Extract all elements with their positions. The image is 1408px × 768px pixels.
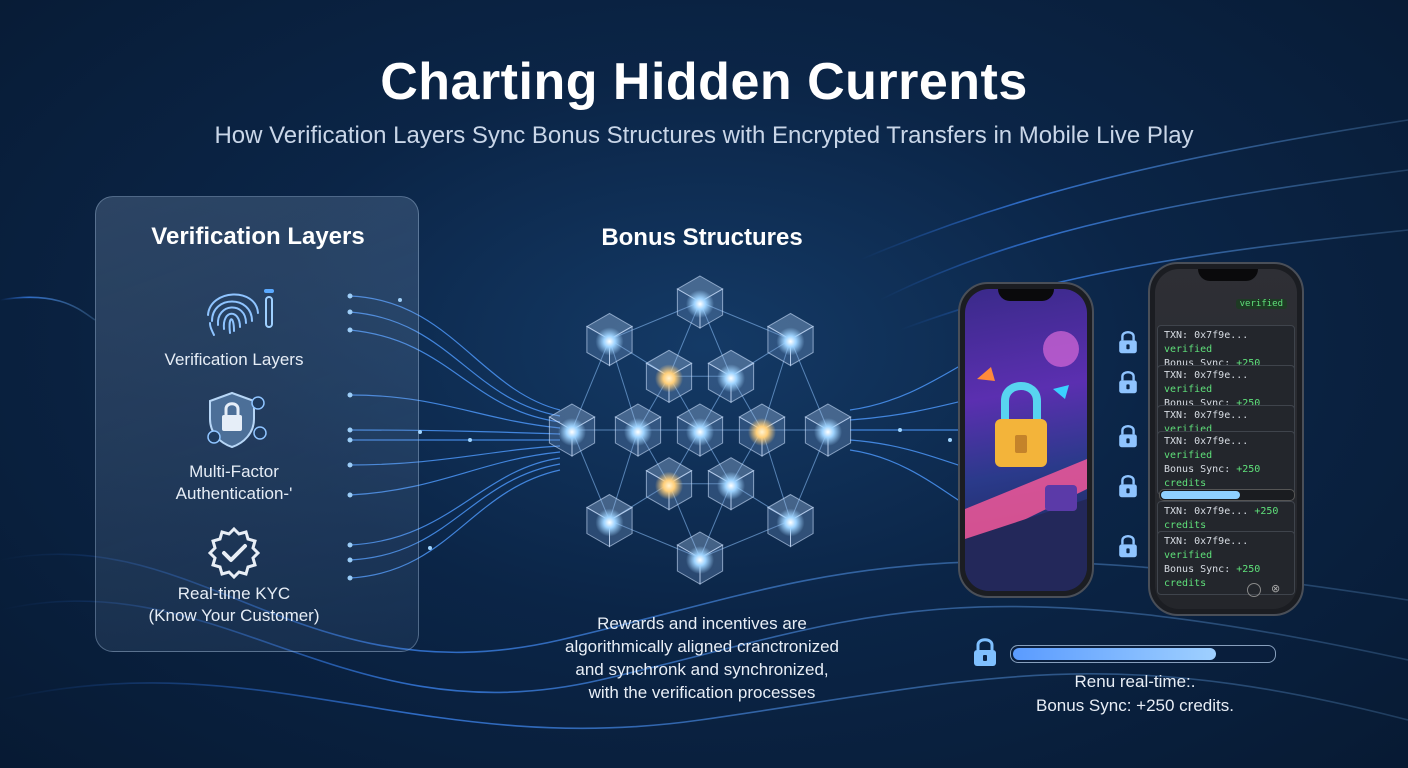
phone-notch <box>998 289 1054 301</box>
bonus-amount: +250 credits <box>1164 564 1261 589</box>
network-node <box>624 418 652 446</box>
transaction-tag: verified <box>1164 424 1213 435</box>
inner-progress-track <box>1159 489 1295 501</box>
bonus-label: Bonus Sync: <box>1164 398 1237 409</box>
network-edge <box>790 339 829 431</box>
status-line: Renu real-time:. <box>1074 672 1196 691</box>
transaction-line: TXN: 0x7f9e... +250 credits <box>1164 505 1288 533</box>
network-node <box>748 418 776 446</box>
item-line: Authentication-' <box>175 484 293 503</box>
main-title: Charting Hidden Currents <box>380 53 1028 111</box>
bonus-line: Bonus Sync: +250 credits <box>1164 563 1288 591</box>
lock-icon <box>1119 331 1137 354</box>
shield-lock-icon <box>207 391 267 449</box>
network-node <box>814 418 842 446</box>
network-edge <box>699 301 791 340</box>
network-node <box>595 327 624 356</box>
game-screen <box>965 289 1087 591</box>
bonus-line: Bonus Sync: +250 credits <box>1164 463 1288 491</box>
subtitle: How Verification Layers Sync Bonus Struc… <box>214 122 1194 149</box>
item-label-mfa: Multi-Factor Authentication-' <box>96 461 372 505</box>
caption-line: and synchronk and synchronized, <box>575 660 829 679</box>
panel-heading: Verification Layers <box>151 223 365 250</box>
lock-icon <box>1119 425 1137 448</box>
transaction-tag: verified <box>1164 384 1213 395</box>
network-edge <box>790 429 829 521</box>
network-node <box>686 546 714 574</box>
bonus-label: Bonus Sync: <box>1164 358 1237 369</box>
bonus-network-graph <box>548 275 852 585</box>
sync-status: Renu real-time:. Bonus Sync: +250 credit… <box>1010 670 1260 718</box>
bonus-label: Bonus Sync: <box>1164 464 1237 475</box>
sync-progress-fill <box>1013 648 1216 660</box>
transaction-id: TXN: 0x7f9e... <box>1164 536 1249 547</box>
network-node <box>655 471 683 500</box>
close-icon[interactable]: ⊗ <box>1271 583 1281 595</box>
transaction-id: TXN: 0x7f9e... <box>1164 506 1255 517</box>
transaction-id: TXN: 0x7f9e... <box>1164 410 1249 421</box>
fingerprint-icon <box>207 289 274 336</box>
lock-icon <box>974 638 996 666</box>
game-artwork <box>965 331 1087 591</box>
verification-panel: Verification Layers Verification Layers … <box>95 196 419 652</box>
network-node <box>595 508 624 537</box>
network-node <box>686 418 714 446</box>
network-node <box>686 290 714 318</box>
lock-icon <box>1119 371 1137 394</box>
bonus-amount: +250 credits <box>1164 464 1261 489</box>
caption-line: Rewards and incentives are <box>597 614 807 633</box>
network-node <box>655 364 683 393</box>
item-line: Multi-Factor <box>189 462 279 481</box>
phone-game-screen <box>958 282 1094 598</box>
item-line: Verification Layers <box>164 350 304 369</box>
network-node <box>776 508 805 537</box>
network-edge <box>609 520 701 559</box>
transaction-line: TXN: 0x7f9e... verified <box>1164 329 1288 357</box>
network-edge <box>571 429 610 521</box>
verified-badge: verified <box>1235 299 1287 309</box>
transaction-line: TXN: 0x7f9e... verified <box>1164 435 1288 463</box>
transaction-tag: verified <box>1164 344 1213 355</box>
network-edge <box>571 339 610 431</box>
lock-icon <box>1119 535 1137 558</box>
transaction-tag: verified <box>1164 450 1213 461</box>
item-line: (Know Your Customer) <box>148 606 320 625</box>
transaction-line: TXN: 0x7f9e... verified <box>1164 409 1288 437</box>
settings-icon[interactable] <box>1247 583 1261 597</box>
checkmark-badge-icon <box>208 527 260 579</box>
network-node <box>558 418 586 446</box>
network-node <box>776 327 805 356</box>
network-edge <box>609 301 701 340</box>
lock-icon <box>1119 475 1137 498</box>
transaction-id: TXN: 0x7f9e... <box>1164 370 1249 381</box>
item-line: Real-time KYC <box>177 584 291 603</box>
center-caption: Rewards and incentives are algorithmical… <box>542 612 862 704</box>
transaction-line: TXN: 0x7f9e... verified <box>1164 535 1288 563</box>
item-label-kyc: Real-time KYC (Know Your Customer) <box>96 583 372 627</box>
caption-line: with the verification processes <box>588 683 816 702</box>
network-node <box>717 471 745 500</box>
transaction-tag: verified <box>1164 550 1213 561</box>
transaction-id: TXN: 0x7f9e... <box>1164 330 1249 341</box>
sync-progress-track <box>1010 645 1276 663</box>
network-edge <box>699 520 791 559</box>
transaction-tag: +250 credits <box>1164 506 1279 531</box>
network-node <box>717 364 745 393</box>
status-line: Bonus Sync: +250 credits. <box>1036 696 1234 715</box>
center-heading: Bonus Structures <box>601 224 803 251</box>
caption-line: algorithmically aligned cranctronized <box>564 637 840 656</box>
transaction-line: TXN: 0x7f9e... verified <box>1164 369 1288 397</box>
inner-progress-fill <box>1161 491 1241 499</box>
transaction-id: TXN: 0x7f9e... <box>1164 436 1249 447</box>
phone-notch <box>1198 269 1258 281</box>
bonus-label: Bonus Sync: <box>1164 564 1237 575</box>
item-label-verification: Verification Layers <box>96 349 372 371</box>
